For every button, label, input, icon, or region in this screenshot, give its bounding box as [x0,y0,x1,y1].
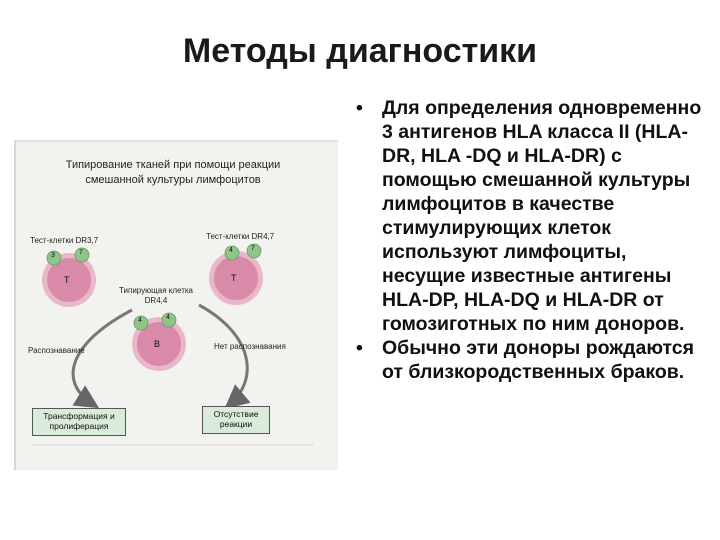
right-test-cells-label: Тест-клетки DR4,7 [206,232,275,241]
left-result-box: Трансформация и пролиферация [32,408,126,436]
right-cell-letter: Т [231,273,237,283]
slide-title: Методы диагностики [182,32,538,70]
left-cell [47,258,91,302]
left-antigen-label: 7 [79,249,83,256]
bullet-marker: • [356,337,363,359]
mlc-figure: Типирование тканей при помощи реакции см… [14,140,338,470]
right-antigen-2 [246,243,262,259]
center-cell [137,322,181,366]
center-antigen-1 [133,315,149,331]
no-recognition-label: Нет распознавания [214,342,286,351]
figure-title: Типирование тканей при помощи реакции см… [65,159,281,186]
left-antigen-label: 3 [51,252,55,259]
figure-diagram [32,243,314,446]
center-cell-letter: В [154,339,161,349]
left-arrow [71,308,133,409]
bullet-text: Обычно эти доноры рождаются от близкород… [382,337,695,383]
center-antigen-2 [161,312,177,328]
left-antigen-2 [74,247,90,263]
left-test-cells-label: Тест-клетки DR3,7 [30,236,99,245]
bullet-marker: • [356,97,363,119]
right-cell [214,256,258,300]
bullet-item: • Обычно эти доноры рождаются от близкор… [352,336,714,384]
bullet-list: • Для определения одновременно 3 антиген… [352,96,714,384]
center-antigen-label: 4 [166,314,170,321]
right-result-box: Отсутствие реакции [202,406,270,434]
right-arrow [198,303,251,409]
right-antigen-label: 4 [229,247,233,254]
center-antigen-label: 4 [138,317,142,324]
right-antigen-label: 7 [251,245,255,252]
left-cell-letter: Т [64,275,70,285]
bullet-text: Для определения одновременно 3 антигенов… [382,97,702,335]
right-antigen-1 [224,245,240,261]
recognition-label: Распознавание [28,346,85,355]
left-antigen-1 [46,250,62,266]
bullet-item: • Для определения одновременно 3 антиген… [352,96,714,336]
typing-cell-label: Типирующая клетка DR4,4 [119,286,193,305]
